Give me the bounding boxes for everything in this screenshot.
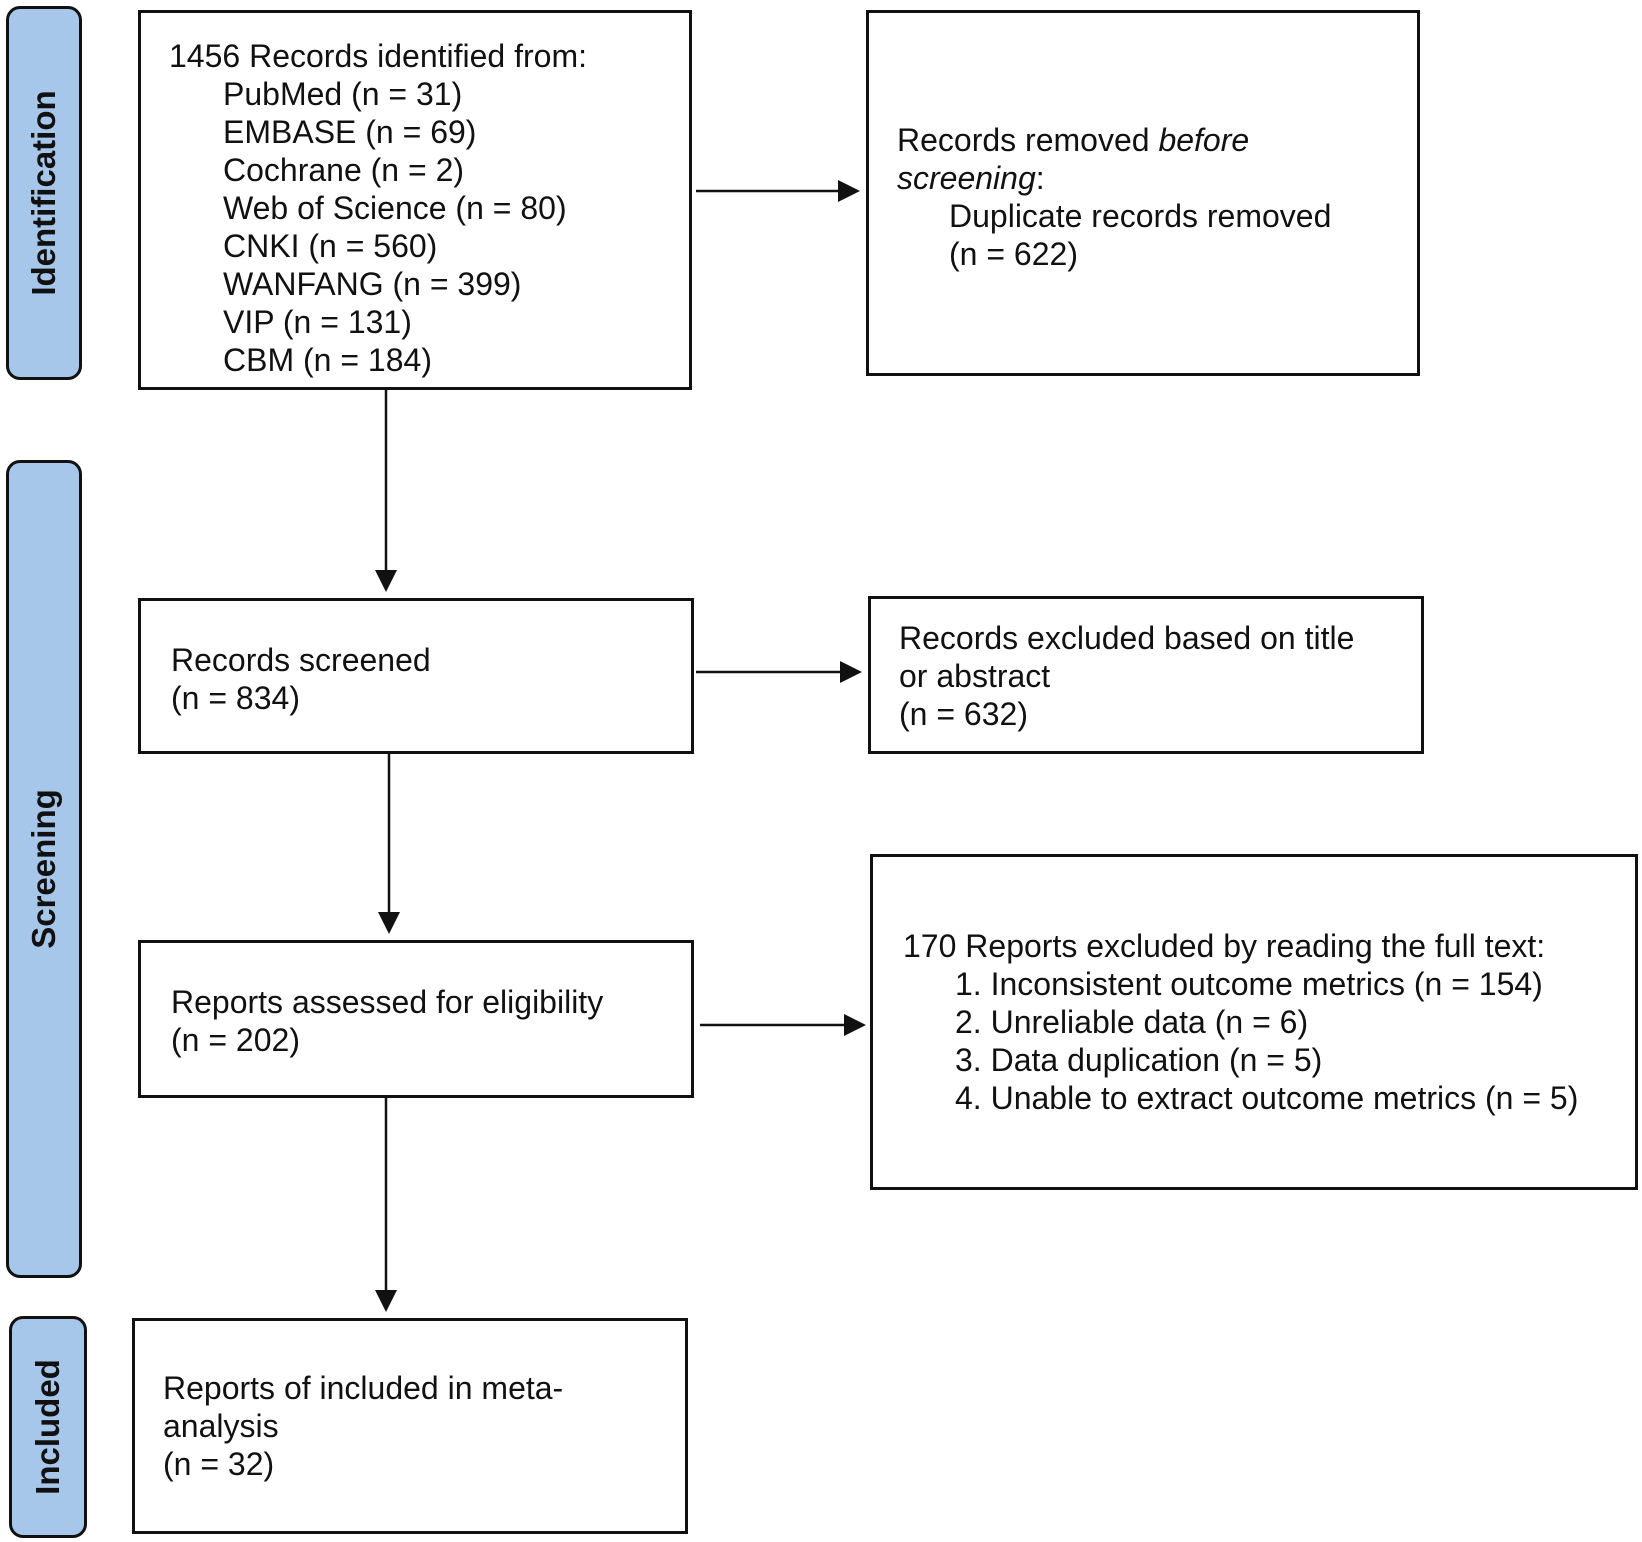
source-pubmed: PubMed (n = 31) [223, 76, 463, 112]
source-cnki: CNKI (n = 560) [223, 228, 438, 264]
records-removed-line1: Records removed before [897, 121, 1249, 159]
records-removed-screening: screening [897, 160, 1036, 196]
records-removed-colon: : [1035, 160, 1045, 196]
records-identified-heading: 1456 Records identified from: [169, 38, 587, 74]
records-screened-count: (n = 834) [171, 680, 300, 716]
source-embase: EMBASE (n = 69) [223, 114, 477, 150]
exclusion-reason-3: 3. Data duplication (n = 5) [955, 1042, 1323, 1078]
reports-excluded-heading: 170 Reports excluded by reading the full… [903, 928, 1546, 964]
arrow-to-removed [696, 180, 860, 202]
source-wanfang: WANFANG (n = 399) [223, 266, 522, 302]
source-vip: VIP (n = 131) [223, 304, 412, 340]
arrowhead-right-icon [840, 661, 862, 683]
reports-assessed-label: Reports assessed for eligibility [171, 984, 604, 1020]
phase-bar-included: Included [9, 1316, 87, 1538]
arrowhead-down-icon [375, 1290, 397, 1312]
reports-assessed-count: (n = 202) [171, 1022, 300, 1058]
arrow-to-excluded-full-text [700, 1014, 866, 1036]
source-cochrane: Cochrane (n = 2) [223, 152, 465, 188]
arrowhead-right-icon [838, 180, 860, 202]
reports-included-box: Reports of included in meta- analysis (n… [132, 1318, 688, 1534]
reports-included-line1: Reports of included in meta- [163, 1370, 564, 1406]
arrowhead-down-icon [378, 912, 400, 934]
arrow-to-assessed [378, 754, 400, 934]
records-screened-box: Records screened (n = 834) [138, 598, 694, 754]
arrowhead-right-icon [844, 1014, 866, 1036]
arrowhead-down-icon [375, 570, 397, 592]
phase-bar-screening: Screening [6, 460, 82, 1278]
arrow-to-excluded-title [696, 661, 862, 683]
duplicate-records-label: Duplicate records removed [949, 198, 1332, 234]
exclusion-reason-4: 4. Unable to extract outcome metrics (n … [955, 1080, 1579, 1116]
records-identified-box: 1456 Records identified from: PubMed (n … [138, 10, 692, 390]
records-excluded-title-count: (n = 632) [899, 696, 1028, 732]
exclusion-reason-2: 2. Unreliable data (n = 6) [955, 1004, 1309, 1040]
records-excluded-title-line2: or abstract [899, 658, 1051, 694]
reports-included-count: (n = 32) [163, 1446, 275, 1482]
exclusion-reason-1: 1. Inconsistent outcome metrics (n = 154… [955, 966, 1543, 1002]
records-removed-before: before [1158, 122, 1250, 158]
source-cbm: CBM (n = 184) [223, 342, 432, 378]
arrow-to-screened [375, 390, 397, 592]
records-excluded-title-box: Records excluded based on title or abstr… [868, 596, 1424, 754]
duplicate-records-count: (n = 622) [949, 236, 1078, 272]
records-screened-label: Records screened [171, 642, 431, 678]
arrow-to-included [375, 1098, 397, 1312]
reports-included-line2: analysis [163, 1408, 279, 1444]
records-excluded-title-line1: Records excluded based on title [899, 620, 1355, 656]
source-web-of-science: Web of Science (n = 80) [223, 190, 567, 226]
reports-excluded-full-text-box: 170 Reports excluded by reading the full… [870, 854, 1638, 1190]
records-removed-box: Records removed before screening: Duplic… [866, 10, 1420, 376]
phase-bar-identification: Identification [6, 6, 82, 380]
records-removed-text: Records removed [897, 122, 1159, 158]
reports-assessed-box: Reports assessed for eligibility (n = 20… [138, 940, 694, 1098]
records-removed-line2: screening: [897, 159, 1045, 197]
